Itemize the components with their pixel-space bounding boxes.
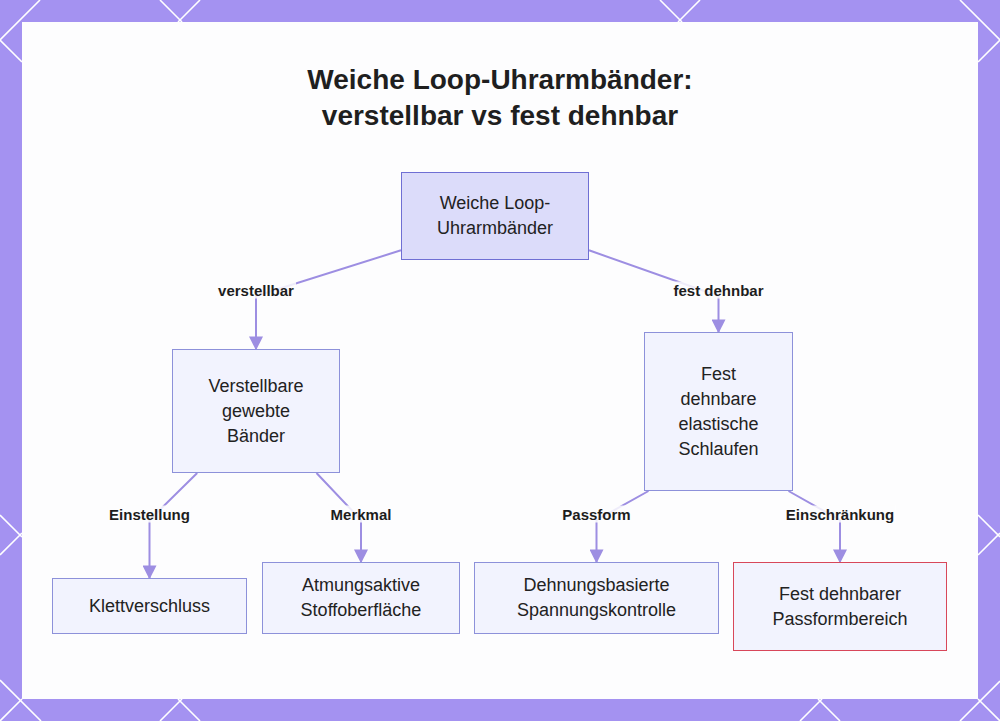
- connector: [256, 250, 401, 349]
- connector: [789, 491, 841, 562]
- node-text: Fest dehnbare elastische Schlaufen: [667, 362, 770, 462]
- edge-label: Einstellung: [107, 506, 192, 523]
- node-text: Klettverschluss: [89, 594, 210, 619]
- process-box: Fest dehnbare elastische Schlaufen: [644, 332, 793, 491]
- process-box: Fest dehnbarer Passformbereich: [733, 562, 947, 651]
- edge-label: Passform: [560, 506, 632, 523]
- edge-label: fest dehnbar: [671, 282, 765, 299]
- connector: [597, 491, 649, 562]
- edge-label: Merkmal: [329, 506, 394, 523]
- edge-label: verstellbar: [216, 282, 296, 299]
- diagram-title: Weiche Loop-Uhrarmbänder: verstellbar vs…: [270, 62, 730, 134]
- edge-label: Einschränkung: [784, 506, 896, 523]
- node-text: Fest dehnbarer Passformbereich: [748, 582, 932, 632]
- process-box: Dehnungsbasierte Spannungskontrolle: [474, 562, 719, 634]
- node-text: Atmungsaktive Stoffoberfläche: [277, 573, 445, 623]
- process-box: Weiche Loop- Uhrarmbänder: [401, 172, 589, 260]
- process-box: Atmungsaktive Stoffoberfläche: [262, 562, 460, 634]
- connector: [150, 473, 198, 578]
- node-text: Weiche Loop- Uhrarmbänder: [420, 191, 570, 241]
- node-text: Verstellbare gewebte Bänder: [191, 374, 321, 449]
- process-box: Verstellbare gewebte Bänder: [172, 349, 340, 473]
- node-text: Dehnungsbasierte Spannungskontrolle: [489, 573, 704, 623]
- process-box: Klettverschluss: [52, 578, 247, 634]
